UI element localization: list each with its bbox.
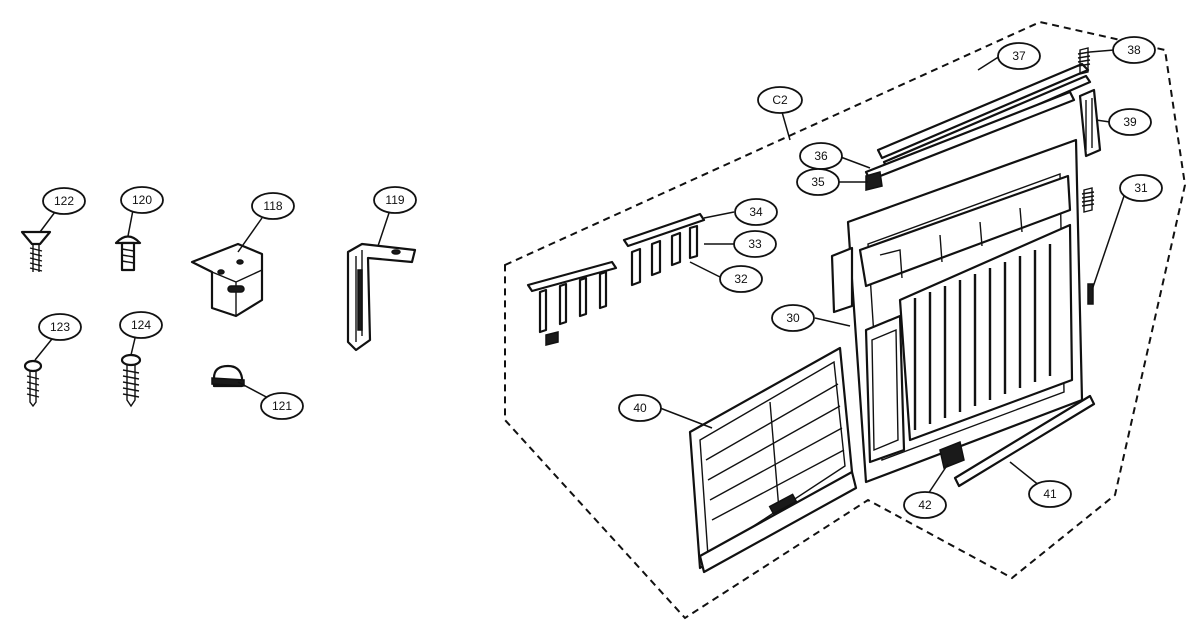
bottom-strip-41 [953,394,1096,488]
balloon-119-label: 119 [385,193,404,207]
balloon-35-label: 35 [811,175,825,189]
balloon-34-label: 34 [749,205,763,219]
balloon-37: 37 [997,42,1041,70]
screw-124 [120,353,142,408]
balloon-30-label: 30 [786,311,800,325]
balloon-34: 34 [734,198,778,226]
balloon-41-label: 41 [1043,487,1057,501]
top-rail-36 [864,90,1076,191]
clip-121 [211,364,245,388]
balloon-31-label: 31 [1134,181,1148,195]
balloon-122-label: 122 [54,194,74,208]
balloon-120-label: 120 [132,193,152,207]
balloon-124: 124 [119,311,163,339]
balloon-42-label: 42 [918,498,932,512]
right-rail-39 [1078,88,1102,158]
vane-assembly-right [622,212,706,287]
screw-123 [23,359,43,408]
balloon-36-label: 36 [814,149,828,163]
bracket-119 [346,242,417,352]
balloon-41: 41 [1028,480,1072,508]
main-frame-30 [830,138,1084,484]
spring-38 [1077,47,1091,75]
balloon-33-label: 33 [748,237,762,251]
balloon-c2-label: C2 [772,93,788,107]
balloon-121: 121 [260,392,304,420]
balloon-33: 33 [733,230,777,258]
balloon-118: 118 [251,192,295,220]
balloon-124-label: 124 [131,318,151,332]
balloon-123-label: 123 [50,320,70,334]
balloon-118-label: 118 [263,199,282,213]
balloon-122: 122 [42,187,86,215]
leader-lines [34,49,1125,495]
screw-120 [114,235,142,272]
balloon-40: 40 [618,394,662,422]
balloon-35: 35 [796,168,840,196]
balloon-39: 39 [1108,108,1152,136]
tab-42 [939,440,965,470]
c2-assembly-boundary [504,20,1187,620]
front-grille-40 [688,346,858,574]
balloon-42: 42 [903,491,947,519]
balloon-32: 32 [719,265,763,293]
balloon-39-label: 39 [1123,115,1137,129]
screw-122 [20,230,52,272]
bracket-118 [190,242,264,318]
balloon-32-label: 32 [734,272,748,286]
balloon-119: 119 [373,186,417,214]
balloon-40-label: 40 [633,401,647,415]
spring-31 [1081,187,1095,305]
balloon-121-label: 121 [272,399,292,413]
balloon-c2: C2 [757,86,803,114]
balloon-38: 38 [1112,36,1156,64]
balloon-38-label: 38 [1127,43,1141,57]
vane-assembly-left [526,260,618,346]
balloon-123: 123 [38,313,82,341]
balloon-120: 120 [120,186,164,214]
balloon-36: 36 [799,142,843,170]
balloon-30: 30 [771,304,815,332]
balloon-31: 31 [1119,174,1163,202]
balloon-37-label: 37 [1012,49,1026,63]
